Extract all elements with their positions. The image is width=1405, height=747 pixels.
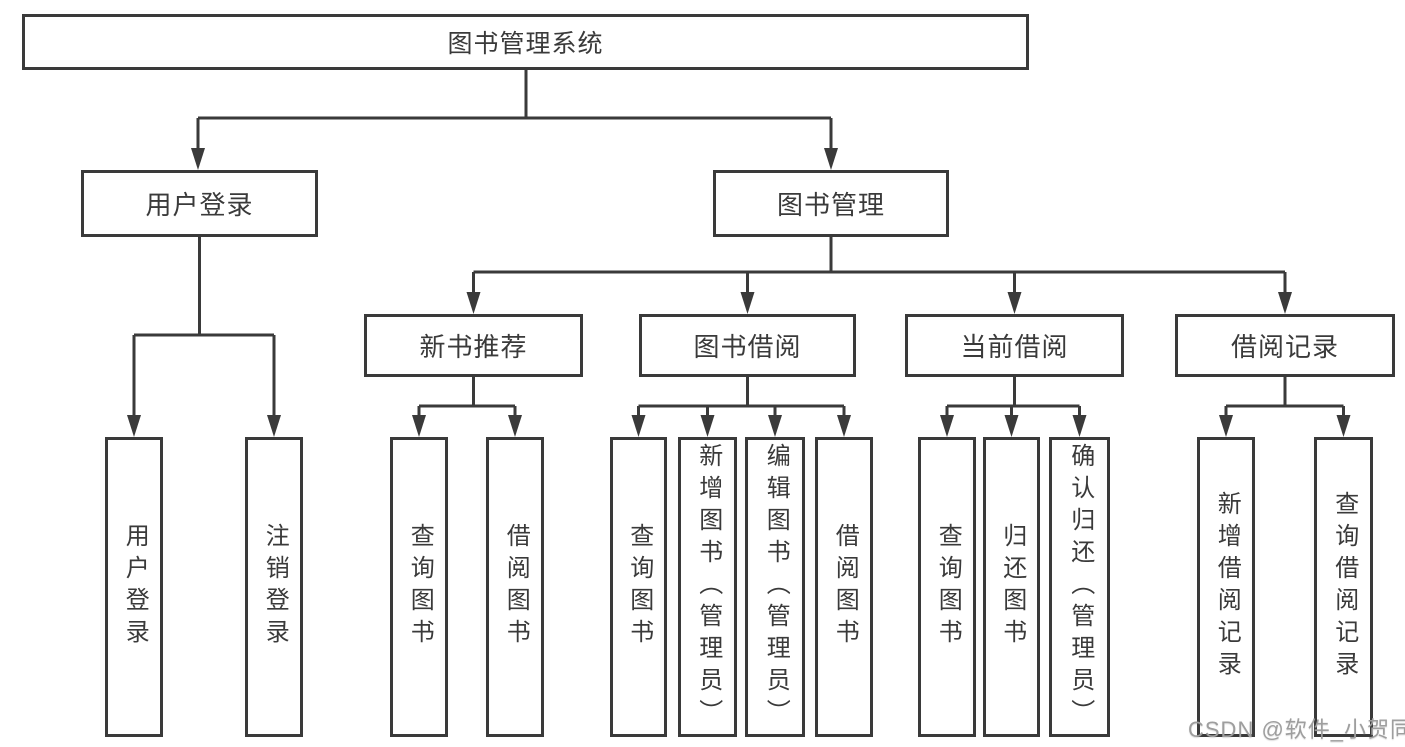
node-logout-label: 注销登录 [261, 523, 289, 651]
node-logout: 注销登录 [245, 437, 303, 737]
node-br-query-record: 查询借阅记录 [1314, 437, 1373, 737]
connector-book-borrow-to-children [631, 377, 851, 437]
node-cb-query-book: 查询图书 [918, 437, 976, 737]
node-new-book-rec: 新书推荐 [364, 314, 583, 377]
node-cb-query-book-label: 查询图书 [934, 523, 962, 651]
node-cb-confirm-return-label: 确认归还（管理员） [1066, 443, 1094, 731]
node-bb-edit-book-label: 编辑图书（管理员） [762, 443, 790, 731]
node-book-mgmt-label: 图书管理 [776, 190, 885, 220]
node-br-add-record: 新增借阅记录 [1197, 437, 1255, 737]
node-nb-query-book: 查询图书 [390, 437, 448, 737]
connector-borrow-records-to-children [1219, 377, 1351, 437]
node-nb-borrow-book: 借阅图书 [486, 437, 544, 737]
node-current-borrow: 当前借阅 [905, 314, 1124, 377]
connector-root-to-level1 [191, 70, 838, 170]
node-root-label: 图书管理系统 [447, 30, 604, 58]
node-book-mgmt: 图书管理 [713, 170, 949, 237]
node-root: 图书管理系统 [22, 14, 1029, 70]
node-br-query-record-label: 查询借阅记录 [1330, 491, 1358, 683]
connector-book-mgmt-to-level2 [466, 237, 1292, 314]
node-bb-borrow-book: 借阅图书 [815, 437, 873, 737]
node-bb-query-book-label: 查询图书 [625, 523, 653, 651]
node-user-login-branch-label: 用户登录 [145, 190, 254, 220]
node-login-label: 用户登录 [121, 523, 149, 651]
node-bb-add-book: 新增图书（管理员） [678, 437, 737, 737]
csdn-watermark: CSDN @软件_小贺同学 [1188, 717, 1405, 742]
node-br-add-record-label: 新增借阅记录 [1213, 491, 1241, 683]
node-current-borrow-label: 当前借阅 [960, 332, 1069, 362]
node-bb-borrow-book-label: 借阅图书 [831, 523, 859, 651]
node-cb-return-book: 归还图书 [983, 437, 1040, 737]
node-book-borrow: 图书借阅 [639, 314, 856, 377]
node-nb-query-book-label: 查询图书 [406, 523, 434, 651]
connector-user-login-to-children [127, 237, 281, 437]
node-bb-add-book-label: 新增图书（管理员） [694, 443, 722, 731]
node-login: 用户登录 [105, 437, 163, 737]
connector-new-book-rec-to-children [412, 377, 522, 437]
node-cb-return-book-label: 归还图书 [998, 523, 1026, 651]
node-cb-confirm-return: 确认归还（管理员） [1049, 437, 1110, 737]
node-nb-borrow-book-label: 借阅图书 [502, 523, 530, 651]
node-bb-query-book: 查询图书 [610, 437, 667, 737]
node-new-book-rec-label: 新书推荐 [419, 332, 528, 362]
node-borrow-records-label: 借阅记录 [1230, 332, 1339, 362]
node-bb-edit-book: 编辑图书（管理员） [745, 437, 805, 737]
node-book-borrow-label: 图书借阅 [693, 332, 802, 362]
connector-current-borrow-to-children [940, 377, 1087, 437]
node-user-login-branch: 用户登录 [81, 170, 318, 237]
node-borrow-records: 借阅记录 [1175, 314, 1395, 377]
